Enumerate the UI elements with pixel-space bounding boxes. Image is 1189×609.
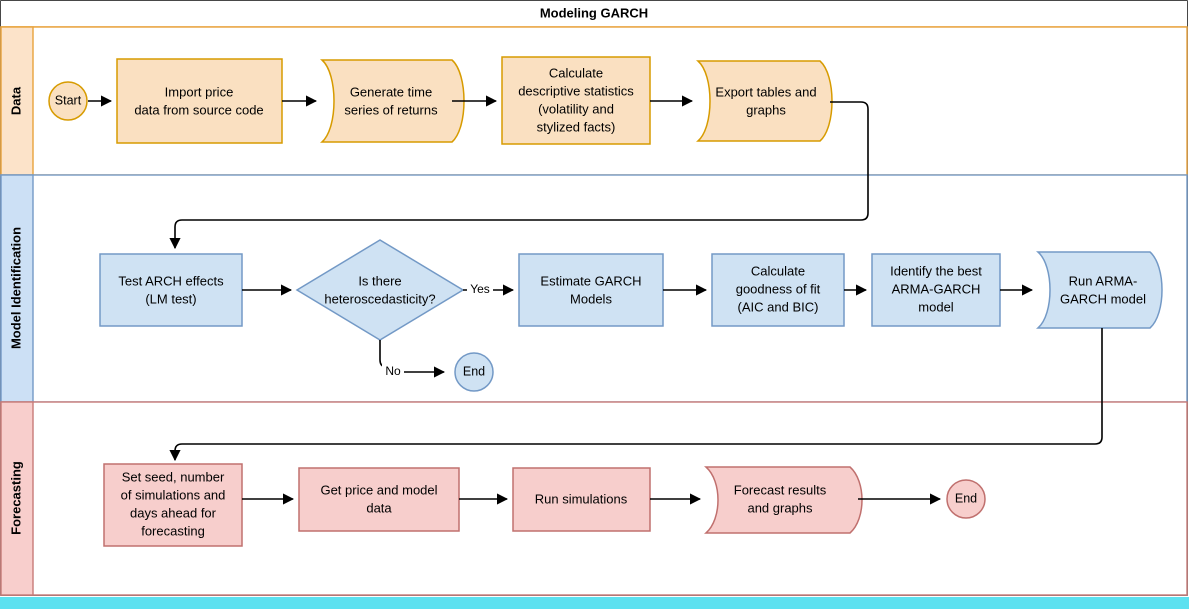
node-heteroscedasticity-decision-line1: Is there <box>358 273 401 288</box>
node-get-price-model-data-line1: Get price and model <box>320 482 437 497</box>
lane-header-forecasting <box>0 401 34 596</box>
node-export-tables-graphs[interactable] <box>696 60 833 142</box>
node-get-price-model-data-line2: data <box>366 500 392 515</box>
node-calculate-goodness-of-fit-line1: Calculate <box>751 263 805 278</box>
node-test-arch-effects-line1: Test ARCH effects <box>118 273 224 288</box>
node-set-seed-simulations-line1: Set seed, number <box>122 469 225 484</box>
node-calculate-descriptive-statistics-line4: stylized facts) <box>537 119 616 134</box>
node-heteroscedasticity-decision-line2: heteroscedasticity? <box>324 291 435 306</box>
node-export-tables-graphs-line1: Export tables and <box>715 84 816 99</box>
node-calculate-goodness-of-fit[interactable] <box>711 253 845 327</box>
node-forecast-results-graphs-line2: and graphs <box>747 500 813 515</box>
node-estimate-garch-models[interactable] <box>518 253 664 327</box>
pool-title-band <box>1 1 1187 27</box>
pool-title: Modeling GARCH <box>540 5 648 20</box>
node-estimate-garch-models-line1: Estimate GARCH <box>540 273 641 288</box>
bottom-accent-bar <box>0 597 1189 609</box>
node-forecast-results-graphs[interactable] <box>704 466 863 534</box>
node-import-price-data[interactable] <box>116 58 283 144</box>
lane-header-model-identification <box>0 174 34 403</box>
node-set-seed-simulations[interactable] <box>103 463 243 547</box>
node-end-forecast-label: End <box>955 491 977 505</box>
node-end-no-label: End <box>463 364 485 378</box>
edge-label-yes-bg <box>467 282 493 298</box>
node-test-arch-effects[interactable] <box>99 253 243 327</box>
node-start-label: Start <box>55 93 82 107</box>
node-set-seed-simulations-line3: days ahead for <box>130 505 217 520</box>
node-calculate-goodness-of-fit-line2: goodness of fit <box>736 281 821 296</box>
node-calculate-goodness-of-fit-line3: (AIC and BIC) <box>738 299 819 314</box>
node-identify-best-model-line1: Identify the best <box>890 263 982 278</box>
node-import-price-data-line2: data from source code <box>134 102 263 117</box>
edge-label-no-bg <box>382 364 404 380</box>
node-test-arch-effects-line2: (LM test) <box>145 291 196 306</box>
node-identify-best-model-line2: ARMA-GARCH <box>892 281 981 296</box>
node-generate-time-series-line2: series of returns <box>344 102 438 117</box>
lane-header-data <box>0 26 34 176</box>
edge-label-no: No <box>385 364 401 378</box>
node-calculate-descriptive-statistics-line2: descriptive statistics <box>518 83 634 98</box>
node-import-price-data-line1: Import price <box>165 84 234 99</box>
lane-label-model-identification: Model Identification <box>8 227 23 349</box>
node-calculate-descriptive-statistics-line3: (volatility and <box>538 101 614 116</box>
node-generate-time-series[interactable] <box>320 59 465 143</box>
node-end-no[interactable] <box>454 352 494 392</box>
lane-label-forecasting: Forecasting <box>8 461 23 535</box>
node-calculate-descriptive-statistics-line1: Calculate <box>549 65 603 80</box>
edge-label-yes: Yes <box>470 282 490 296</box>
node-get-price-model-data[interactable] <box>298 467 460 532</box>
lane-label-data: Data <box>8 86 23 115</box>
node-export-tables-graphs-line2: graphs <box>746 102 786 117</box>
node-run-arma-garch-model[interactable] <box>1036 251 1163 329</box>
edge-run-model-to-set-seed <box>169 328 1103 462</box>
node-estimate-garch-models-line2: Models <box>570 291 612 306</box>
node-run-simulations-line1: Run simulations <box>535 491 628 506</box>
node-identify-best-model-line3: model <box>918 299 954 314</box>
node-forecast-results-graphs-line1: Forecast results <box>734 482 827 497</box>
edge-export-to-test-arch <box>169 101 869 250</box>
node-end-forecast[interactable] <box>946 479 986 519</box>
node-run-arma-garch-model-line1: Run ARMA- <box>1069 273 1138 288</box>
node-start[interactable] <box>48 81 88 121</box>
node-run-arma-garch-model-line2: GARCH model <box>1060 291 1146 306</box>
node-set-seed-simulations-line2: of simulations and <box>121 487 226 502</box>
node-set-seed-simulations-line4: forecasting <box>141 523 205 538</box>
node-generate-time-series-line1: Generate time <box>350 84 432 99</box>
